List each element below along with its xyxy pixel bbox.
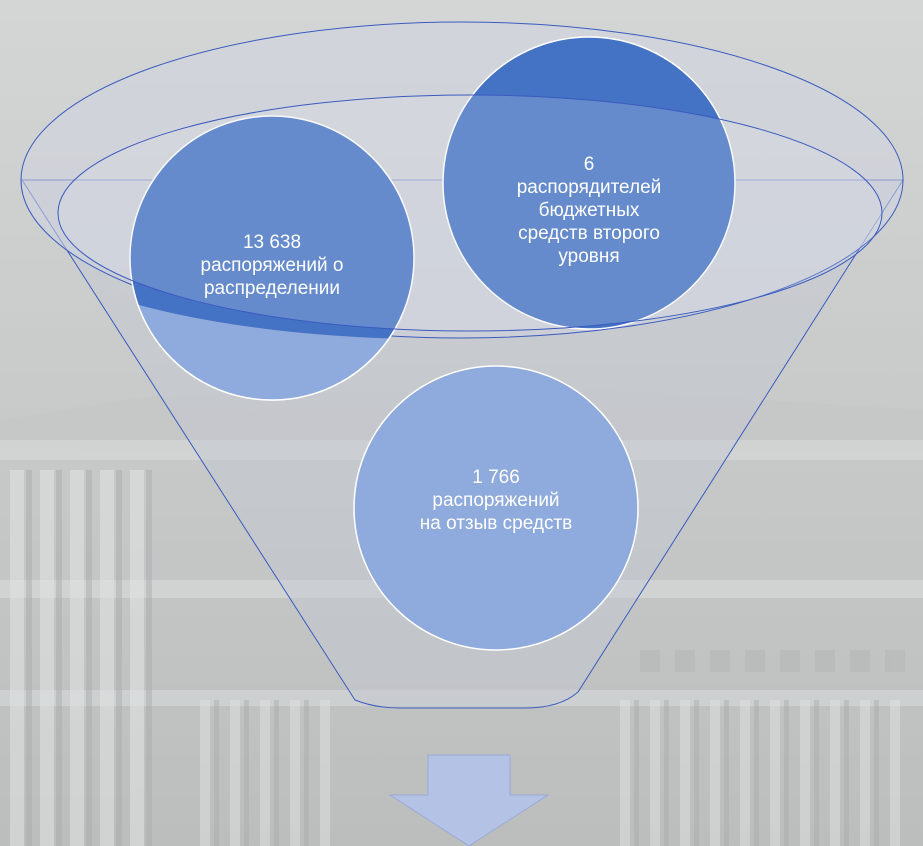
- circle-bottom: [353, 365, 639, 651]
- circle-right: [442, 36, 736, 330]
- funnel-inner-rim: [57, 94, 883, 332]
- down-arrow-icon: [388, 754, 550, 846]
